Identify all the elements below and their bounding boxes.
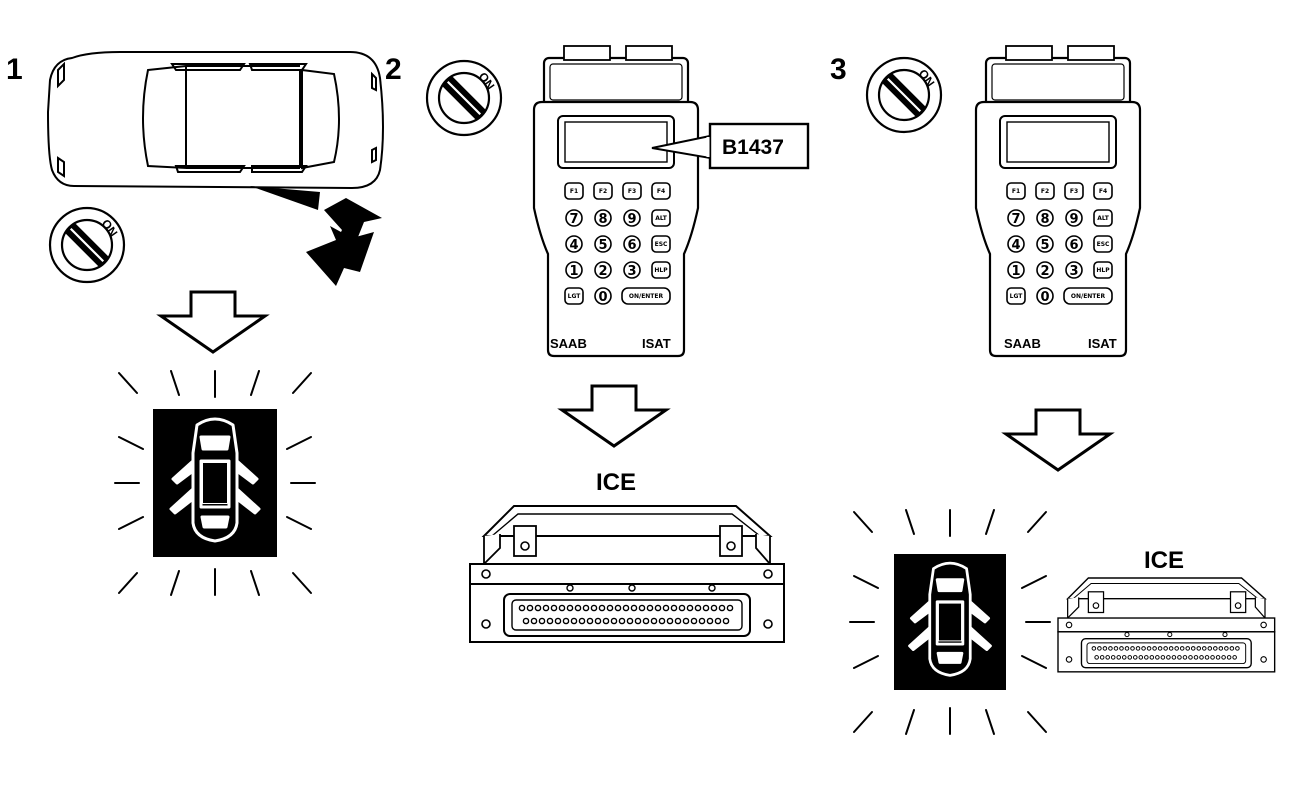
ignition-switch-on: ON	[865, 56, 943, 134]
key-f4: F4	[1099, 188, 1107, 195]
ignition-switch-on: ON	[48, 206, 126, 284]
tester-brand-isat: ISAT	[642, 336, 671, 351]
fault-code: B1437	[722, 136, 784, 159]
door-open-warning-flashing	[114, 370, 316, 596]
step-1-number: 1	[6, 53, 23, 86]
key-6: 6	[1069, 238, 1078, 253]
key-alt: ALT	[655, 215, 667, 222]
key-hlp: HLP	[654, 267, 668, 274]
key-7: 7	[569, 212, 578, 227]
fault-code-callout: B1437	[651, 122, 810, 170]
step-2-down-arrow	[560, 384, 668, 448]
key-1: 1	[569, 264, 578, 279]
key-9: 9	[627, 212, 636, 227]
key-5: 5	[1040, 238, 1049, 253]
key-3: 3	[627, 264, 636, 279]
key-f4: F4	[657, 188, 665, 195]
tester-brand-saab: SAAB	[550, 336, 587, 351]
ice-control-unit	[469, 505, 785, 643]
step-2-number: 2	[385, 53, 402, 86]
key-alt: ALT	[1097, 215, 1109, 222]
door-open-warning-flashing	[849, 509, 1051, 735]
key-f1: F1	[570, 188, 578, 195]
ice-label-step-2: ICE	[596, 469, 636, 496]
ice-label-step-3: ICE	[1144, 547, 1184, 574]
key-f3: F3	[628, 188, 636, 195]
key-on-enter: ON/ENTER	[1071, 293, 1106, 300]
key-5: 5	[598, 238, 607, 253]
step-3-number: 3	[830, 53, 847, 86]
key-f2: F2	[1041, 188, 1049, 195]
car-top-view	[46, 51, 384, 190]
diagnostic-tester: F1 F2 F3 F4 7 8 9 ALT 4 5 6 ESC 1 2 3 HL…	[532, 44, 700, 358]
key-3: 3	[1069, 264, 1078, 279]
key-8: 8	[598, 212, 607, 227]
key-2: 2	[598, 264, 607, 279]
key-9: 9	[1069, 212, 1078, 227]
tester-brand-isat: ISAT	[1088, 336, 1117, 351]
key-7: 7	[1011, 212, 1020, 227]
key-0: 0	[1040, 290, 1049, 305]
ignition-switch-on: ON	[425, 59, 503, 137]
key-on-enter: ON/ENTER	[629, 293, 664, 300]
key-8: 8	[1040, 212, 1049, 227]
key-f1: F1	[1012, 188, 1020, 195]
key-6: 6	[627, 238, 636, 253]
ice-control-unit	[1057, 577, 1276, 673]
key-0: 0	[598, 290, 607, 305]
key-4: 4	[569, 238, 578, 253]
key-hlp: HLP	[1096, 267, 1110, 274]
key-1: 1	[1011, 264, 1020, 279]
door-motion-indicator	[250, 186, 382, 286]
key-f3: F3	[1070, 188, 1078, 195]
key-lgt: LGT	[1010, 293, 1024, 300]
key-2: 2	[1040, 264, 1049, 279]
key-4: 4	[1011, 238, 1020, 253]
key-lgt: LGT	[568, 293, 582, 300]
key-f2: F2	[599, 188, 607, 195]
diagnostic-tester: F1 F2 F3 F4 7 8 9 ALT 4 5 6 ESC 1 2 3 HL…	[974, 44, 1142, 358]
step-1-down-arrow	[159, 290, 267, 354]
key-esc: ESC	[1097, 241, 1110, 248]
step-3-down-arrow	[1004, 408, 1112, 472]
key-esc: ESC	[655, 241, 668, 248]
tester-brand-saab: SAAB	[1004, 336, 1041, 351]
